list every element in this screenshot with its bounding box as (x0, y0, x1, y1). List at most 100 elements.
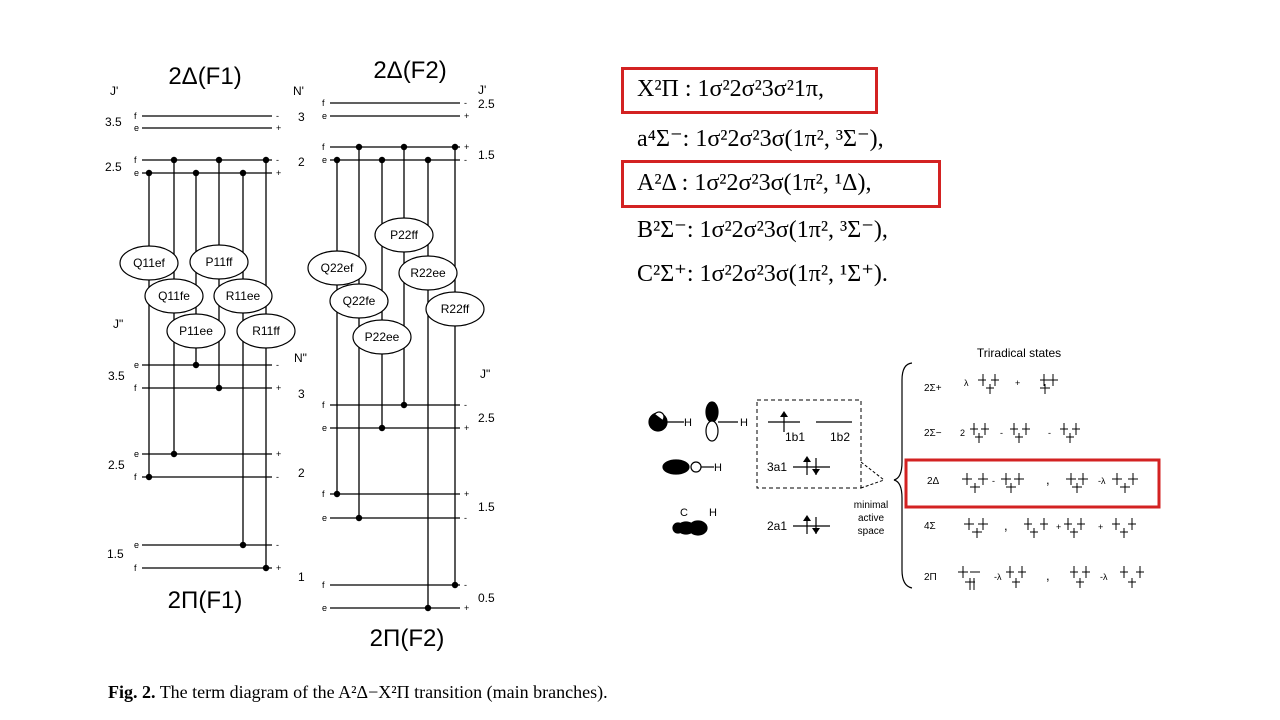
branch-r22ee: R22ee (410, 266, 446, 280)
svg-text:e: e (134, 168, 139, 178)
config-row: C²Σ⁺: 1σ²2σ²3σ(1π², ¹Σ⁺). (637, 259, 888, 288)
branch-q22ef: Q22ef (321, 261, 354, 275)
svg-text:-: - (992, 476, 995, 486)
config-state: a⁴Σ⁻: (637, 126, 690, 152)
svg-text:-: - (464, 98, 467, 108)
config-row: a⁴Σ⁻: 1σ²2σ²3σ(1π², ³Σ⁻), (637, 124, 884, 153)
svg-text:+: + (464, 489, 469, 499)
j-dprime-left: J" (113, 317, 123, 331)
branch-p22ff: P22ff (390, 228, 418, 242)
branch-r22ff: R22ff (441, 302, 470, 316)
svg-text:-: - (1048, 428, 1051, 438)
state-2delta: 2Δ (927, 476, 940, 487)
branch-p11ff: P11ff (206, 255, 234, 269)
svg-text:+: + (1098, 522, 1103, 532)
atom-h-4: H (709, 507, 717, 519)
orbital-1b2: 1b2 (830, 430, 850, 444)
svg-text:e: e (322, 155, 327, 165)
config-value: 1σ²2σ²3σ²1π, (697, 76, 825, 102)
svg-text:e: e (134, 123, 139, 133)
svg-text:+: + (464, 603, 469, 613)
svg-text:-: - (276, 540, 279, 550)
svg-text:-: - (464, 513, 467, 523)
j-right-lower-1: 2.5 (478, 411, 495, 425)
svg-text:f: f (322, 98, 325, 108)
svg-text:+: + (1015, 378, 1020, 388)
svg-text:+: + (464, 142, 469, 152)
atom-h-2: H (740, 417, 748, 429)
n-upper-2: 2 (298, 155, 305, 169)
svg-text:e: e (322, 423, 327, 433)
atom-c: C (680, 507, 688, 519)
orbital-3a1: 3a1 (767, 460, 787, 474)
svg-text:f: f (322, 400, 325, 410)
svg-text:+: + (1056, 522, 1061, 532)
term-diagram: Q11ef P11ff Q11fe R11ee P11ee R11ff P22f… (105, 57, 495, 652)
svg-text:+: + (276, 383, 281, 393)
svg-text:2: 2 (960, 428, 965, 438)
highlight-2delta-row (904, 458, 1161, 509)
svg-text:+: + (276, 449, 281, 459)
svg-text:,: , (1046, 472, 1050, 487)
atom-h-3: H (714, 462, 722, 474)
active-label-2: active (858, 513, 885, 524)
state-2sigma-plus: 2Σ+ (924, 383, 942, 394)
triradical-title: Triradical states (977, 346, 1061, 360)
branch-p22ee: P22ee (365, 330, 400, 344)
active-label-1: minimal (854, 500, 888, 511)
svg-text:+: + (464, 111, 469, 121)
svg-text:e: e (134, 540, 139, 550)
svg-text:+: + (276, 563, 281, 573)
n-lower-2: 2 (298, 466, 305, 480)
state-2pi: 2Π (924, 572, 937, 583)
n-lower-3: 1 (298, 570, 305, 584)
state-2sigma-minus: 2Σ− (924, 428, 942, 439)
right-lower-title: 2Π(F2) (370, 625, 445, 652)
svg-text:-λ: -λ (994, 572, 1002, 582)
branch-p11ee: P11ee (179, 324, 213, 338)
j-left-lower-1: 3.5 (108, 369, 125, 383)
config-value: 1σ²2σ²3σ(1π², ¹Δ), (694, 170, 872, 196)
svg-text:f: f (134, 383, 137, 393)
svg-text:-λ: -λ (1100, 572, 1108, 582)
svg-text:+: + (464, 423, 469, 433)
svg-text:f: f (134, 472, 137, 482)
svg-text:f: f (134, 155, 137, 165)
right-upper-title: 2Δ(F2) (373, 57, 446, 84)
svg-text:f: f (322, 142, 325, 152)
j-left-lower-2: 2.5 (108, 458, 125, 472)
active-label-3: space (858, 526, 885, 537)
svg-text:-: - (464, 400, 467, 410)
config-value: 1σ²2σ²3σ(1π², ³Σ⁻), (695, 126, 884, 152)
config-state: C²Σ⁺: (637, 261, 694, 287)
svg-text:λ: λ (964, 378, 969, 388)
j-right-lower-3: 0.5 (478, 591, 495, 605)
state-4sigma: 4Σ (924, 521, 936, 532)
branch-r11ff: R11ff (252, 324, 280, 338)
svg-text:-: - (276, 360, 279, 370)
svg-text:-λ: -λ (1098, 476, 1106, 486)
svg-text:,: , (1046, 568, 1050, 583)
j-left-upper-1: 3.5 (105, 115, 122, 129)
svg-text:f: f (322, 580, 325, 590)
svg-text:-: - (1000, 428, 1003, 438)
n-prime-label: N' (293, 84, 304, 98)
config-state: X²Π : (637, 76, 692, 102)
svg-text:e: e (322, 513, 327, 523)
svg-text:-: - (276, 155, 279, 165)
svg-text:f: f (134, 563, 137, 573)
svg-text:e: e (322, 603, 327, 613)
active-space-box (756, 399, 862, 489)
config-value: 1σ²2σ²3σ(1π², ³Σ⁻), (699, 217, 888, 243)
svg-text:f: f (322, 489, 325, 499)
caption-text: The term diagram of the A²Δ−X²Π transiti… (159, 682, 608, 702)
left-lower-title: 2Π(F1) (168, 587, 243, 614)
orbital-2a1: 2a1 (767, 519, 787, 533)
orbital-1b1: 1b1 (785, 430, 805, 444)
caption-label: Fig. 2. (108, 682, 156, 702)
svg-text:+: + (276, 168, 281, 178)
n-lower-1: 3 (298, 387, 305, 401)
j-prime-right: J' (478, 83, 486, 97)
branch-r11ee: R11ee (226, 289, 261, 303)
